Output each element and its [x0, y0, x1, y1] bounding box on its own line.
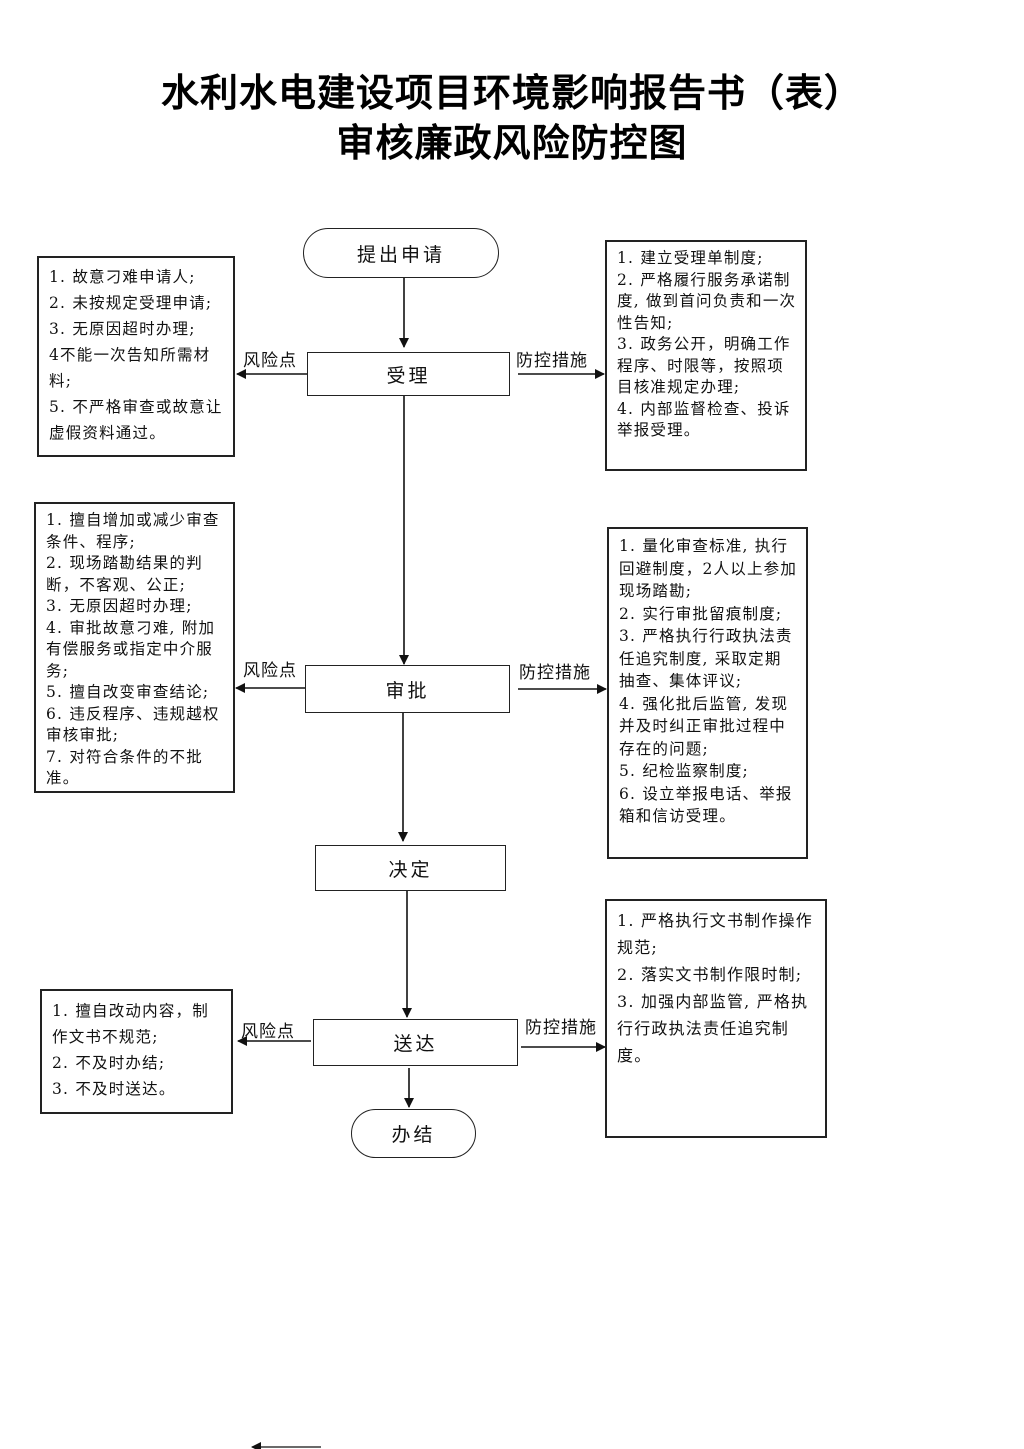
node-accept: 受理	[307, 352, 510, 396]
accept-risk-label: 风险点	[243, 351, 297, 371]
accept-control-label: 防控措施	[516, 351, 588, 371]
deliver-control-item: 2. 落实文书制作限时制;	[617, 965, 803, 984]
node-deliver-label: 送达	[393, 1033, 438, 1055]
accept-risk-item: 3. 无原因超时办理;	[49, 320, 196, 338]
node-accept-label: 受理	[386, 364, 431, 387]
approve-risk-item: 7. 对符合条件的不批准。	[46, 747, 203, 788]
approve-controls-box: 1. 量化审查标准, 执行回避制度，2人以上参加现场踏勘; 2. 实行审批留痕制…	[607, 527, 808, 859]
accept-risks-box: 1. 故意刁难申请人; 2. 未按规定受理申请; 3. 无原因超时办理; 4不能…	[37, 256, 235, 457]
deliver-control-item: 3. 加强内部监管, 严格执行行政执法责任追究制度。	[617, 992, 809, 1065]
node-deliver: 送达	[313, 1019, 518, 1066]
approve-risk-item: 2. 现场踏勘结果的判断，不客观、公正;	[46, 554, 203, 594]
approve-control-label: 防控措施	[519, 663, 591, 683]
accept-control-item: 1. 建立受理单制度;	[617, 249, 764, 267]
accept-control-item: 4. 内部监督检查、投诉举报受理。	[617, 399, 791, 440]
deliver-risk-item: 3. 不及时送达。	[52, 1080, 176, 1098]
approve-control-item: 6. 设立举报电话、举报箱和信访受理。	[619, 784, 793, 826]
accept-risk-item: 4不能一次告知所需材料;	[49, 346, 211, 390]
approve-risk-item: 1. 擅自增加或减少审查条件、程序;	[46, 511, 220, 551]
deliver-controls-box: 1. 严格执行文书制作操作规范; 2. 落实文书制作限时制; 3. 加强内部监管…	[605, 899, 827, 1138]
approve-risk-item: 6. 违反程序、违规越权审核审批;	[46, 704, 220, 745]
approve-control-item: 2. 实行审批留痕制度;	[619, 604, 783, 623]
node-decide: 决定	[315, 845, 506, 891]
approve-control-item: 4. 强化批后监管, 发现并及时纠正审批过程中存在的问题;	[619, 694, 789, 758]
accept-risk-item: 2. 未按规定受理申请;	[49, 294, 213, 312]
accept-risk-item: 1. 故意刁难申请人;	[49, 268, 196, 286]
deliver-control-label: 防控措施	[525, 1018, 597, 1038]
deliver-risk-item: 1. 擅自改动内容，制作文书不规范;	[52, 1002, 209, 1046]
approve-control-item: 3. 严格执行行政执法责任追究制度, 采取定期抽查、集体评议;	[619, 627, 793, 690]
approve-risks-box: 1. 擅自增加或减少审查条件、程序; 2. 现场踏勘结果的判断，不客观、公正; …	[34, 502, 235, 793]
page-subtitle: 审核廉政风险防控图	[336, 121, 688, 165]
node-approve: 审批	[305, 665, 510, 713]
deliver-risk-label: 风险点	[241, 1022, 295, 1042]
accept-control-item: 3. 政务公开，明确工作程序、时限等，按照项目核准规定办理;	[617, 335, 791, 396]
deliver-risk-item: 2. 不及时办结;	[52, 1054, 166, 1072]
deliver-risks-box: 1. 擅自改动内容，制作文书不规范; 2. 不及时办结; 3. 不及时送达。	[40, 989, 233, 1114]
deliver-control-item: 1. 严格执行文书制作操作规范;	[617, 911, 813, 957]
approve-risk-label: 风险点	[243, 661, 297, 681]
approve-risk-item: 4. 审批故意刁难, 附加有偿服务或指定中介服务;	[46, 618, 216, 680]
node-submit-label: 提出申请	[356, 243, 445, 266]
page-title: 水利水电建设项目环境影响报告书（表）	[160, 71, 863, 115]
approve-control-item: 1. 量化审查标准, 执行回避制度，2人以上参加现场踏勘;	[619, 537, 798, 600]
approve-risk-item: 5. 擅自改变审查结论;	[46, 683, 210, 701]
accept-controls-box: 1. 建立受理单制度; 2. 严格履行服务承诺制度, 做到首问负责和一次性告知;…	[605, 240, 807, 471]
node-complete-label: 办结	[391, 1124, 436, 1146]
node-decide-label: 决定	[388, 858, 433, 881]
approve-control-item: 5. 纪检监察制度;	[619, 762, 749, 780]
node-submit: 提出申请	[303, 228, 499, 278]
accept-control-item: 2. 严格履行服务承诺制度, 做到首问负责和一次性告知;	[617, 270, 797, 332]
approve-risk-item: 3. 无原因超时办理;	[46, 597, 193, 615]
node-complete: 办结	[351, 1109, 476, 1158]
accept-risk-item: 5. 不严格审查或故意让虚假资料通过。	[49, 398, 223, 442]
node-approve-label: 审批	[385, 679, 430, 702]
